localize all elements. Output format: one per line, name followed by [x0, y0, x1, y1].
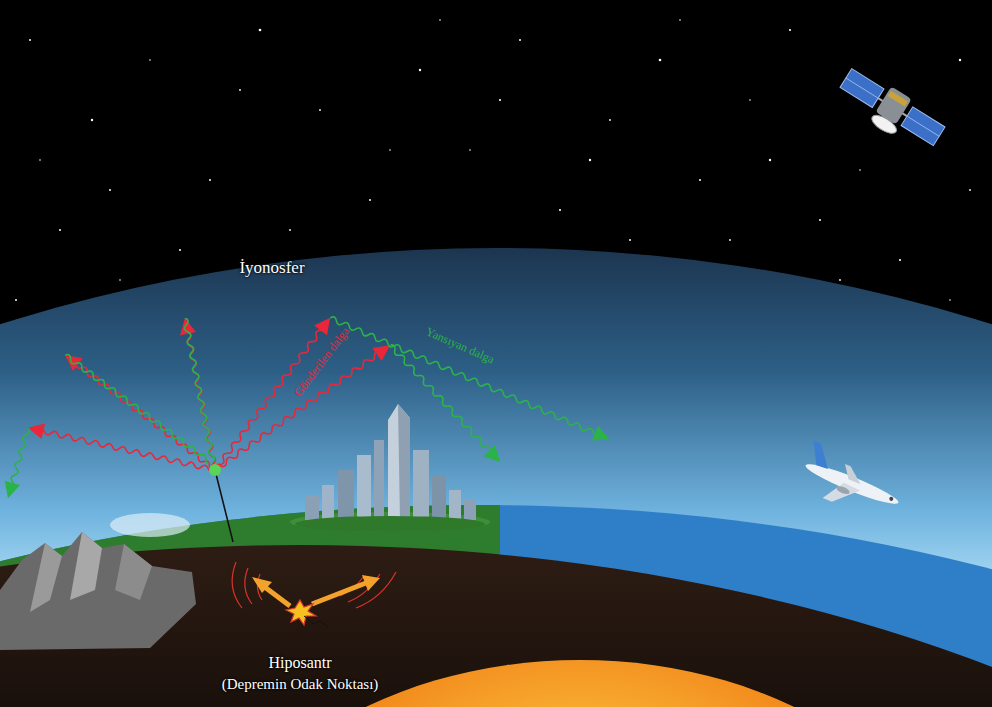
satellite: [833, 64, 949, 158]
airplane: [795, 440, 908, 525]
city: [290, 404, 490, 532]
reflected-waves: [0, 311, 641, 707]
layer-label: İyonosfer: [239, 259, 304, 278]
mountain: [0, 513, 196, 650]
hypocenter-note: (Depremin Odak Noktası): [222, 676, 379, 693]
hypocenter-label: Hiposantr: [268, 654, 331, 672]
hypocenter-symbol: [232, 562, 396, 627]
transmitted-waves: [0, 139, 493, 478]
